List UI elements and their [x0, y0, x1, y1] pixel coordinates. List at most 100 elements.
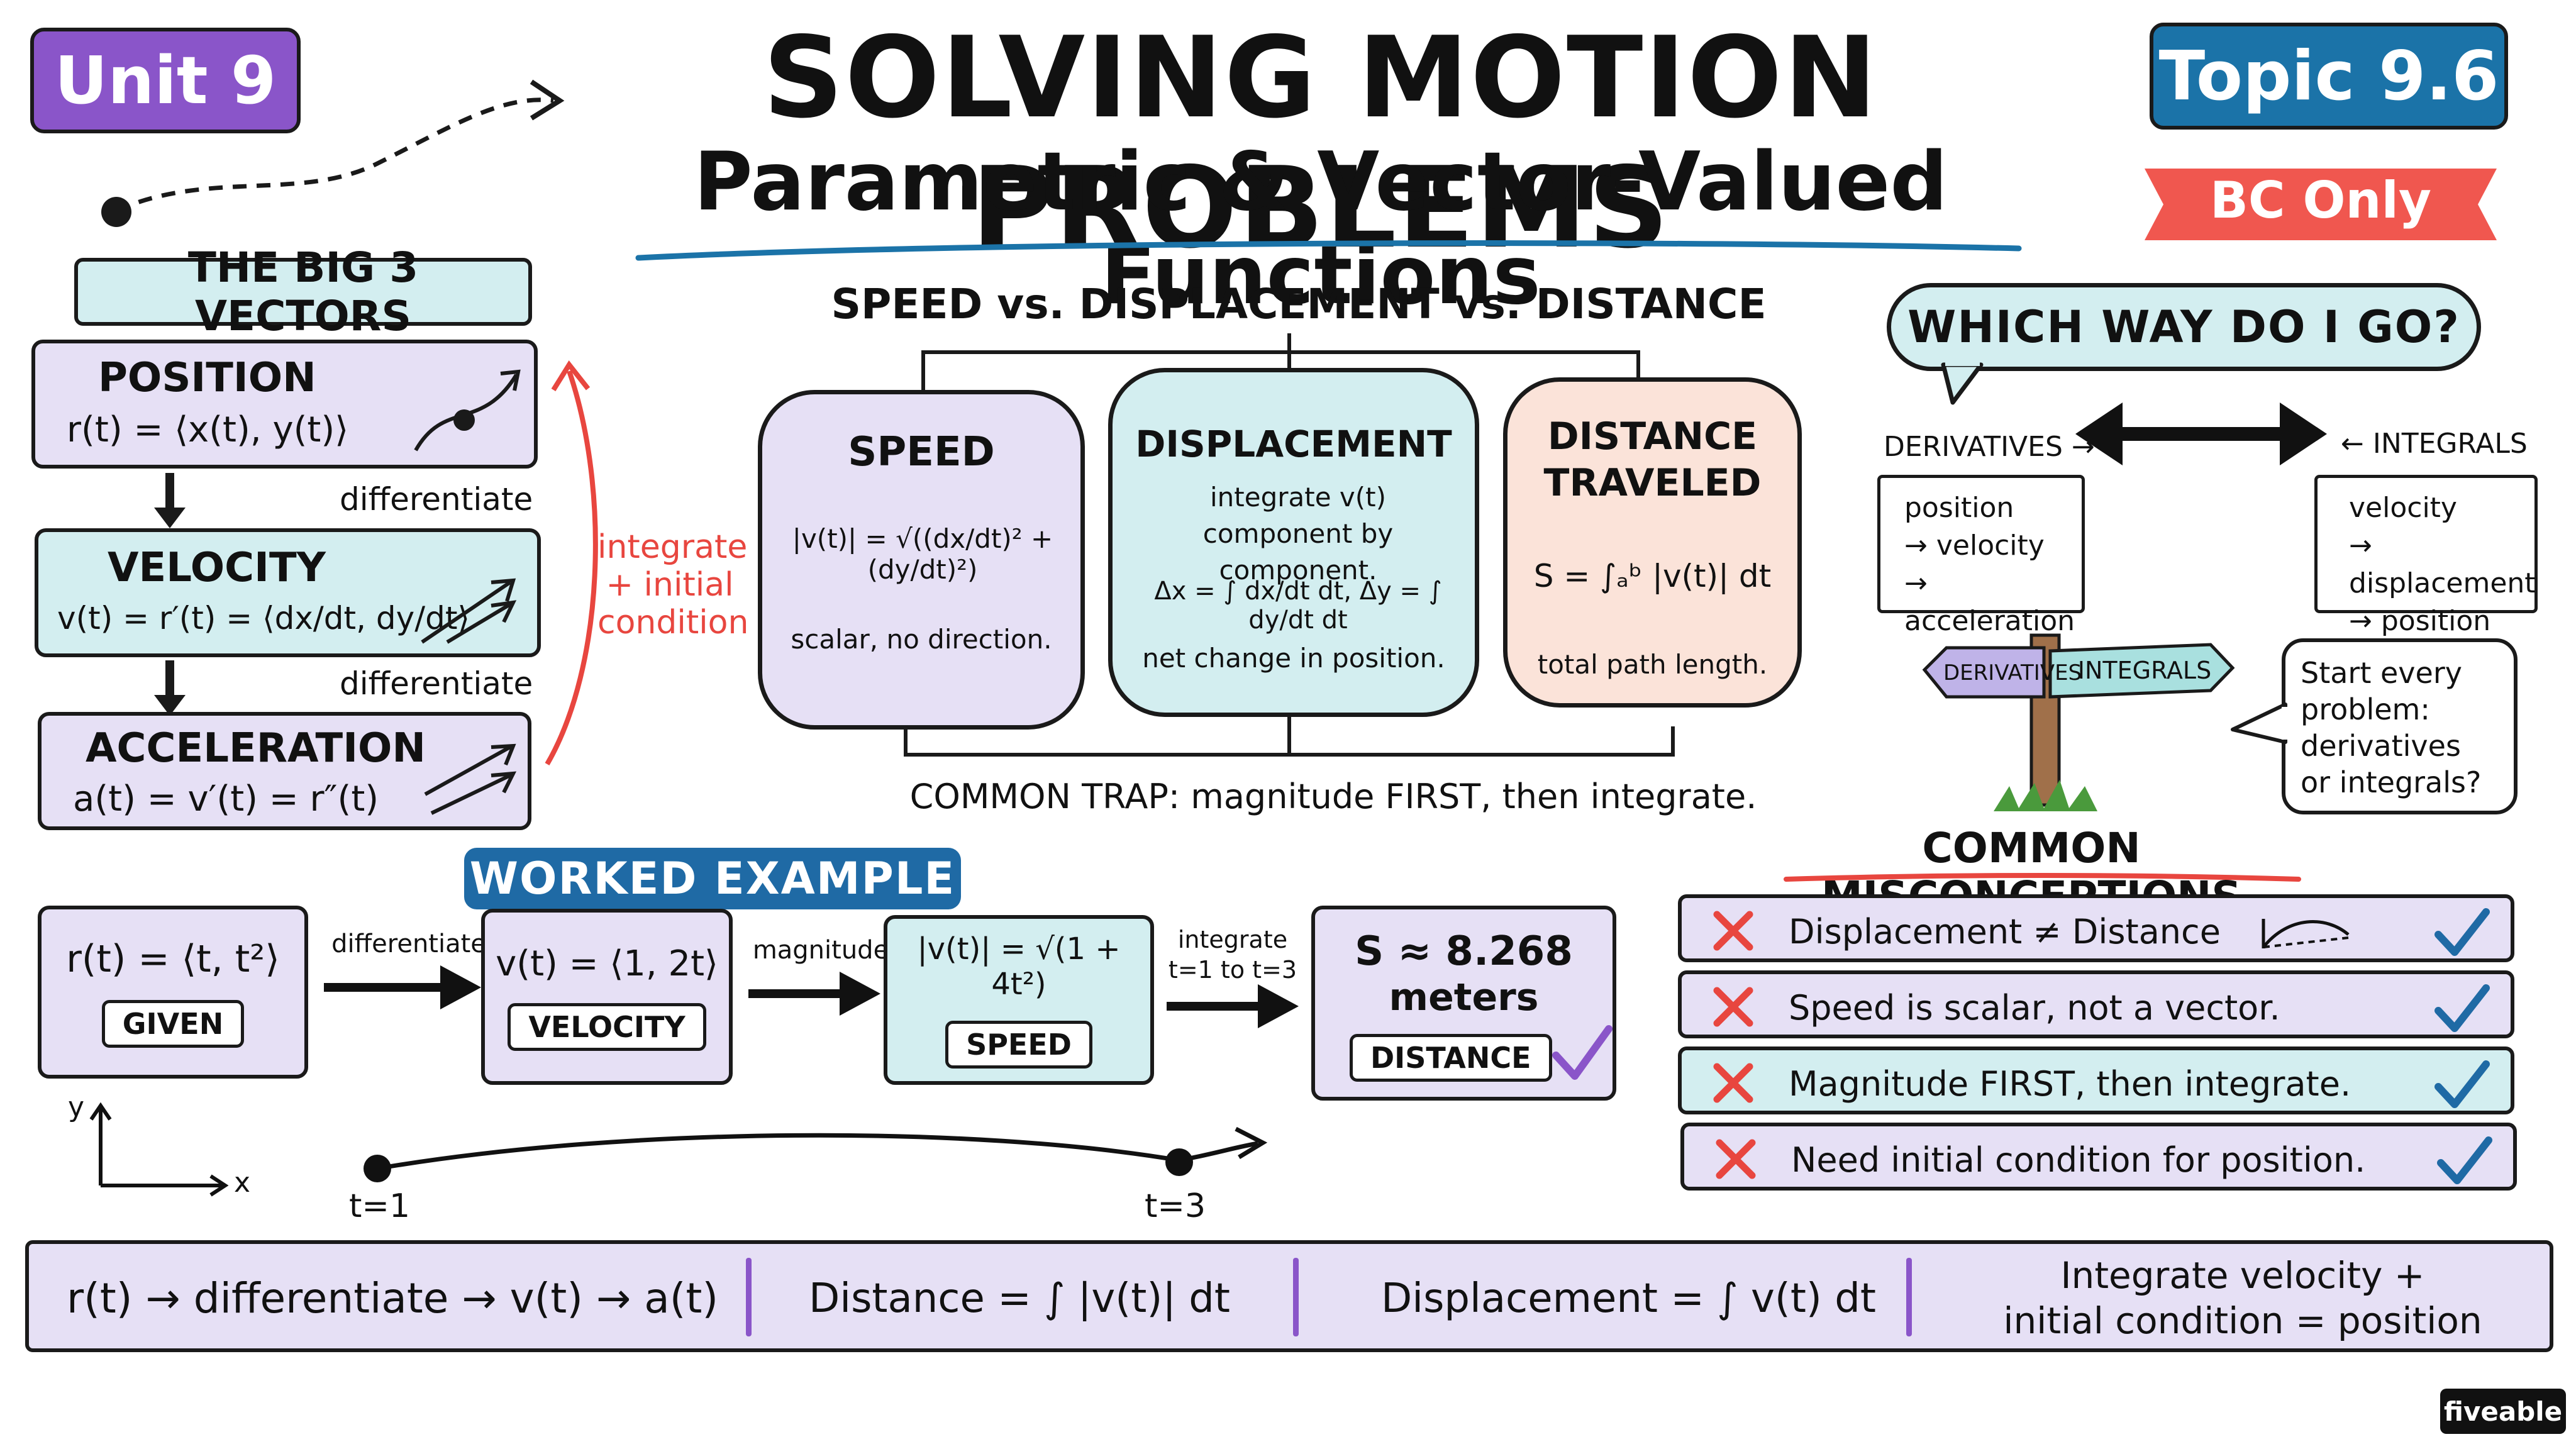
- distance-formula: S = ∫ₐᵇ |v(t)| dt: [1533, 558, 1772, 594]
- check-icon: [2434, 1060, 2490, 1108]
- speed-tag: SPEED: [945, 1021, 1092, 1069]
- distance-tag: DISTANCE: [1350, 1034, 1552, 1082]
- summary-part-4: Integrate velocity + initial condition =…: [2003, 1254, 2482, 1342]
- comparison-heading: SPEED vs. DISPLACEMENT vs. DISTANCE: [831, 280, 1767, 328]
- bc-only-label: BC Only: [2209, 171, 2432, 230]
- integrals-list: velocity → displacement → position: [2314, 475, 2538, 637]
- velocity-title: VELOCITY: [108, 545, 326, 591]
- start-every-bubble: Start every problem: derivatives or inte…: [2282, 638, 2518, 814]
- topic-label: Topic 9.6: [2158, 36, 2499, 116]
- displacement-formula: Δx = ∫ dx/dt dt, Δy = ∫ dy/dt dt: [1154, 577, 1442, 635]
- misconception-row-4: Need initial condition for position.: [1680, 1123, 2517, 1191]
- check-icon: [2434, 984, 2490, 1032]
- integrals-label: ← INTEGRALS: [2341, 428, 2528, 460]
- double-arrow-icon: [2075, 402, 2327, 465]
- t1-label: t=1: [349, 1187, 411, 1225]
- distance-title: DISTANCE TRAVELED: [1543, 414, 1762, 505]
- distance-note: total path length.: [1537, 649, 1768, 680]
- distance-cloud: DISTANCE TRAVELED S = ∫ₐᵇ |v(t)| dt tota…: [1503, 377, 1802, 708]
- right-arrow-icon-2: [748, 972, 880, 1016]
- summary-bar: r(t) → differentiate → v(t) → a(t) Dista…: [25, 1240, 2553, 1352]
- speed-cloud: SPEED |v(t)| = √((dx/dt)² + (dy/dt)²) sc…: [758, 390, 1085, 730]
- speed-title: SPEED: [848, 429, 995, 475]
- velocity-formula: v(t) = r′(t) = ⟨dx/dt, dy/dt⟩: [57, 600, 470, 636]
- velocity-tag: VELOCITY: [508, 1002, 706, 1051]
- right-arrow-icon-1: [324, 965, 481, 1009]
- fiveable-logo: fiveable: [2440, 1389, 2566, 1434]
- speed-formula: |v(t)| = √((dx/dt)² + (dy/dt)²): [792, 523, 1053, 585]
- down-arrow-icon-2: [154, 660, 186, 716]
- which-way-bubble-tail: [1941, 358, 1984, 405]
- position-title: POSITION: [98, 355, 316, 401]
- displacement-cloud: DISPLACEMENT integrate v(t) component by…: [1108, 368, 1479, 717]
- misconception-row-1: Displacement ≠ Distance: [1678, 894, 2514, 962]
- big3-heading: THE BIG 3 VECTORS: [74, 243, 532, 340]
- acceleration-formula: a(t) = v′(t) = r″(t): [73, 779, 379, 819]
- arrow2-label: magnitude: [752, 936, 889, 965]
- summary-divider: [1293, 1258, 1299, 1336]
- summary-part-3: Displacement = ∫ v(t) dt: [1381, 1275, 1876, 1322]
- velocity-example-formula: v(t) = ⟨1, 2t⟩: [496, 943, 718, 984]
- misconception-row-2: Speed is scalar, not a vector.: [1678, 970, 2514, 1038]
- given-card: r(t) = ⟨t, t²⟩ GIVEN: [38, 906, 308, 1079]
- worked-example-banner: WORKED EXAMPLE: [464, 848, 961, 909]
- misconception-row-3: Magnitude FIRST, then integrate.: [1678, 1046, 2514, 1114]
- speed-example-card: |v(t)| = √(1 + 4t²) SPEED: [884, 915, 1154, 1085]
- curve-with-point-icon: [414, 369, 521, 452]
- which-way-bubble: WHICH WAY DO I GO?: [1887, 283, 2481, 371]
- summary-divider: [746, 1258, 752, 1336]
- topic-badge: Topic 9.6: [2150, 23, 2508, 130]
- differentiate-label-1: differentiate: [340, 481, 533, 518]
- speed-note: scalar, no direction.: [791, 624, 1052, 655]
- velocity-arrows-icon: [421, 578, 517, 644]
- unit-label: Unit 9: [54, 42, 277, 119]
- acceleration-arrows-icon: [424, 743, 517, 815]
- position-card: POSITION r(t) = ⟨x(t), y(t)⟩: [31, 340, 538, 469]
- derivatives-list: position → velocity → acceleration: [1877, 475, 2085, 637]
- check-icon-purple: [1552, 1025, 1613, 1080]
- axis-y-label: y: [68, 1091, 85, 1123]
- t3-label: t=3: [1145, 1187, 1206, 1225]
- path-vs-displacement-icon: [2262, 919, 2350, 948]
- arrow1-label: differentiate: [331, 930, 486, 958]
- velocity-card: VELOCITY v(t) = r′(t) = ⟨dx/dt, dy/dt⟩: [35, 528, 541, 657]
- check-icon: [2437, 1136, 2492, 1184]
- result-card: S ≈ 8.268 meters DISTANCE: [1311, 906, 1616, 1101]
- velocity-example-card: v(t) = ⟨1, 2t⟩ VELOCITY: [481, 909, 733, 1085]
- result-unit: meters: [1389, 975, 1539, 1019]
- acceleration-card: ACCELERATION a(t) = v′(t) = r″(t): [38, 712, 531, 830]
- speed-example-formula: |v(t)| = √(1 + 4t²): [917, 931, 1121, 1002]
- result-value: S ≈ 8.268: [1355, 928, 1573, 975]
- unit-badge: Unit 9: [30, 28, 301, 133]
- given-formula: r(t) = ⟨t, t²⟩: [66, 936, 280, 981]
- displacement-note: net change in position.: [1142, 643, 1445, 674]
- acceleration-title: ACCELERATION: [86, 725, 426, 772]
- sign-integrals: INTEGRALS: [2077, 657, 2212, 684]
- common-trap: COMMON TRAP: magnitude FIRST, then integ…: [909, 777, 1757, 816]
- arrow3-label: integrate t=1 to t=3: [1168, 926, 1297, 984]
- x-icon: [1716, 1139, 1756, 1179]
- x-icon: [1713, 911, 1753, 951]
- start-bubble-tail: [2231, 702, 2290, 744]
- summary-divider: [1906, 1258, 1912, 1336]
- check-icon: [2434, 908, 2490, 956]
- axis-x-label: x: [234, 1167, 251, 1199]
- given-tag: GIVEN: [101, 999, 245, 1048]
- main-title: SOLVING MOTION PROBLEMS: [763, 13, 1879, 273]
- x-icon: [1713, 1063, 1753, 1103]
- down-arrow-icon: [154, 473, 186, 528]
- right-arrow-icon-3: [1167, 984, 1299, 1028]
- displacement-desc: integrate v(t) component by component.: [1202, 482, 1394, 586]
- integrate-note: integrate + initial condition: [597, 528, 749, 641]
- derivatives-label: DERIVATIVES →: [1884, 431, 2095, 463]
- x-icon: [1713, 987, 1753, 1027]
- differentiate-label-2: differentiate: [340, 665, 533, 702]
